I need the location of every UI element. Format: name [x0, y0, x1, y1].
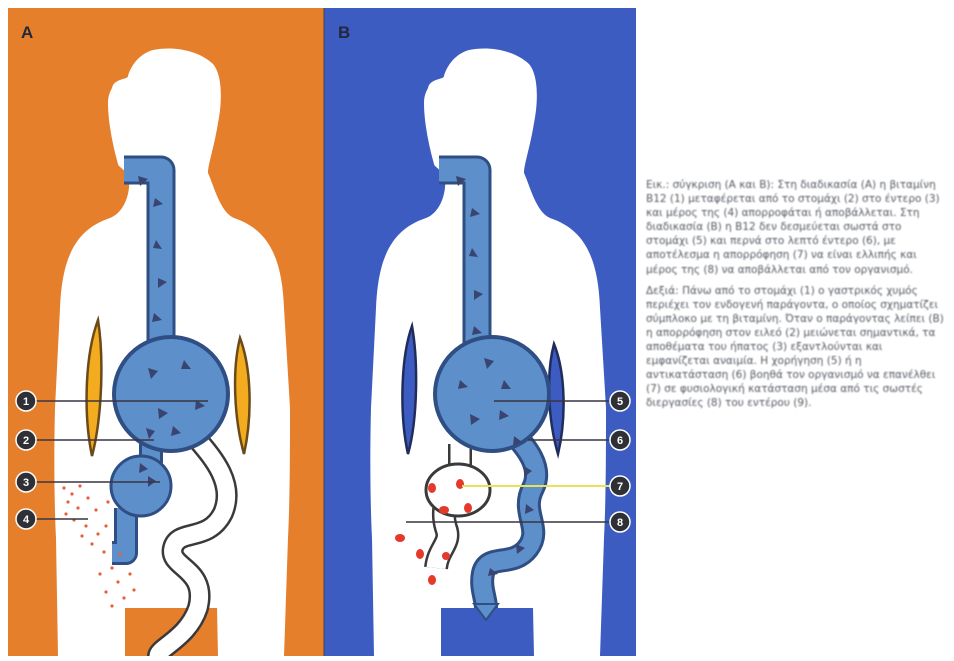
panel-label-b: B — [338, 23, 350, 42]
panel-label-a: A — [21, 23, 33, 42]
marker-1: 1 — [23, 396, 29, 408]
marker-6: 6 — [617, 435, 623, 447]
marker-7: 7 — [617, 481, 623, 493]
panel-a: 1 2 3 4 A — [8, 8, 324, 656]
digestion-figure: 1 2 3 4 A — [8, 8, 636, 656]
caption-paragraph-1: Εικ.: σύγκριση (Α και Β): Στη διαδικασία… — [646, 178, 946, 277]
stomach-a — [114, 337, 228, 451]
marker-4: 4 — [23, 514, 30, 526]
panel-b: 5 6 7 8 B — [324, 8, 636, 656]
marker-5: 5 — [617, 396, 623, 408]
caption-paragraph-2: Δεξιά: Πάνω από το στομάχι (1) ο γαστρικ… — [646, 284, 946, 411]
stomach-b — [435, 337, 549, 451]
figure-caption: Εικ.: σύγκριση (Α και Β): Στη διαδικασία… — [646, 178, 946, 418]
marker-3: 3 — [23, 477, 29, 489]
marker-2: 2 — [23, 435, 29, 447]
marker-8: 8 — [617, 517, 623, 529]
